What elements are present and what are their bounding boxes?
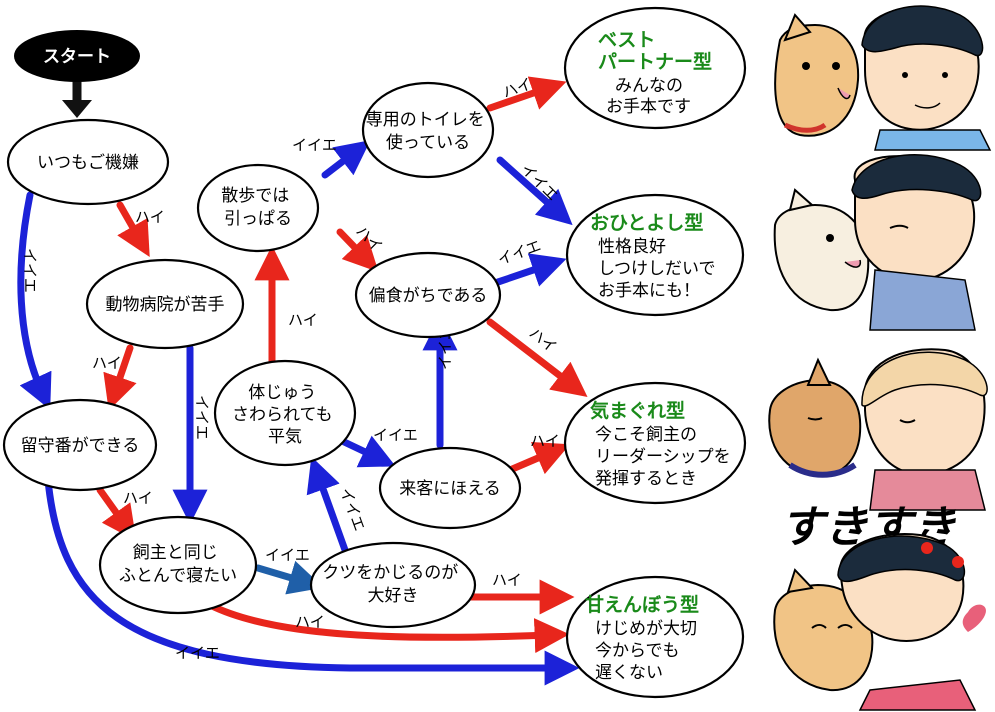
node-dislikes-vet-shape xyxy=(85,258,245,350)
node-chews-shape xyxy=(309,541,477,629)
start-label: スタート xyxy=(43,47,111,67)
label-chews-no: イイエ xyxy=(336,485,368,533)
start-node: スタート xyxy=(14,30,140,82)
edge-picky-yes xyxy=(486,318,588,397)
result-moody: 気まぐれ型 今こそ飼主の リーダーシップを 発揮するとき xyxy=(590,399,736,489)
edge-touched-no xyxy=(336,435,396,468)
label-always-happy-no: イイエ xyxy=(21,248,39,293)
node-pulls-shape xyxy=(196,163,320,253)
label-touched-no: イイエ xyxy=(373,426,418,444)
label-dislikes-vet-no: イイエ xyxy=(193,395,211,440)
label-always-happy-yes: ハイ xyxy=(135,208,165,226)
node-can-stay-home: 留守番ができる xyxy=(21,436,140,456)
node-sleep-with-owner: 飼主と同じ ふとんで寝たい xyxy=(119,543,237,586)
edge-toilet-yes xyxy=(486,76,567,112)
node-toilet-shape xyxy=(361,81,495,179)
result-moody-shape xyxy=(563,381,747,505)
node-uses-toilet: 専用のトイレを 使っている xyxy=(366,110,490,153)
node-picky-shape xyxy=(354,251,502,339)
label-chews-yes: ハイ xyxy=(492,571,522,589)
label-picky-no: イイエ xyxy=(495,237,543,269)
edge-picky-no xyxy=(494,253,567,287)
result-best-partner: ベスト パートナー型 みんなの お手本です xyxy=(598,29,717,117)
node-pulls-on-walk: 散歩では 引っぱる xyxy=(221,186,294,229)
result-nodes xyxy=(563,6,747,699)
start-down-arrowhead xyxy=(62,100,92,118)
label-barks-yes: ハイ xyxy=(530,432,560,450)
edge-barks-yes xyxy=(506,441,571,475)
edge-sleep-no xyxy=(254,560,324,595)
label-dislikes-vet-yes: ハイ xyxy=(92,354,122,372)
node-dislikes-vet: 動物病院が苦手 xyxy=(106,295,225,315)
node-always-happy-shape xyxy=(6,118,170,206)
label-sleep-yes: ハイ xyxy=(295,613,325,631)
node-always-happy: いつもご機嫌 xyxy=(37,153,139,173)
node-barks-shape xyxy=(378,446,522,530)
edge-dislikes-vet-yes xyxy=(103,344,137,411)
result-best-partner-shape xyxy=(563,6,747,130)
label-pulls-no: イイエ xyxy=(292,136,337,154)
node-chews-shoes: クツをかじるのが 大好き xyxy=(322,563,463,606)
edge-toilet-no xyxy=(496,156,573,226)
node-barks-at-visitors: 来客にほえる xyxy=(399,479,501,499)
label-sleep-no: イイエ xyxy=(265,546,310,564)
edge-pulls-no xyxy=(321,140,371,179)
illustration-dog-and-boy-3 xyxy=(768,348,988,511)
question-texts: いつもご機嫌 動物病院が苦手 留守番ができる 飼主と同じ ふとんで寝たい 散歩で… xyxy=(21,110,501,606)
result-good-natured: おひとよし型 性格良好 しつけしだいで お手本にも！ xyxy=(590,211,721,301)
result-texts: ベスト パートナー型 みんなの お手本です おひとよし型 性格良好 しつけしだい… xyxy=(585,29,736,683)
edges xyxy=(17,75,588,686)
result-good-natured-shape xyxy=(565,193,745,317)
label-touched-yes: ハイ xyxy=(288,311,318,329)
result-spoiled: 甘えんぼう型 けじめが大切 今からでも 遅くない xyxy=(585,593,704,683)
illustration-dog-and-girl-4: すきすき xyxy=(773,502,987,711)
edge-sleep-yes xyxy=(206,601,570,654)
illustration-dog-and-boy-1 xyxy=(774,5,992,151)
node-sleep-shape xyxy=(98,515,258,615)
result-spoiled-shape xyxy=(565,575,745,699)
edge-can-stay-home-no xyxy=(44,476,580,686)
edge-pulls-yes xyxy=(336,228,379,273)
label-can-stay-home-no: イイエ xyxy=(175,644,220,662)
label-can-stay-home-yes: ハイ xyxy=(123,489,153,507)
edge-always-happy-yes xyxy=(116,201,150,258)
node-can-stay-home-shape xyxy=(2,398,158,492)
question-nodes xyxy=(2,81,522,629)
edge-always-happy-no xyxy=(17,191,52,410)
node-picky-eater: 偏食がちである xyxy=(369,286,488,306)
node-touched-shape xyxy=(213,359,357,467)
edge-can-stay-home-yes xyxy=(96,486,137,541)
illustration-dog-and-boy-2 xyxy=(773,154,982,331)
node-ok-being-touched: 体じゅう さわられても 平気 xyxy=(232,383,338,447)
edge-chews-no xyxy=(306,456,349,554)
